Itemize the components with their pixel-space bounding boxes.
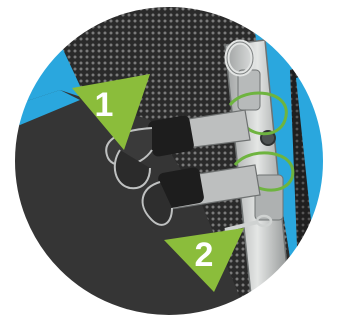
- callout-number-2: 2: [195, 236, 214, 274]
- callout-number-1: 1: [95, 86, 114, 124]
